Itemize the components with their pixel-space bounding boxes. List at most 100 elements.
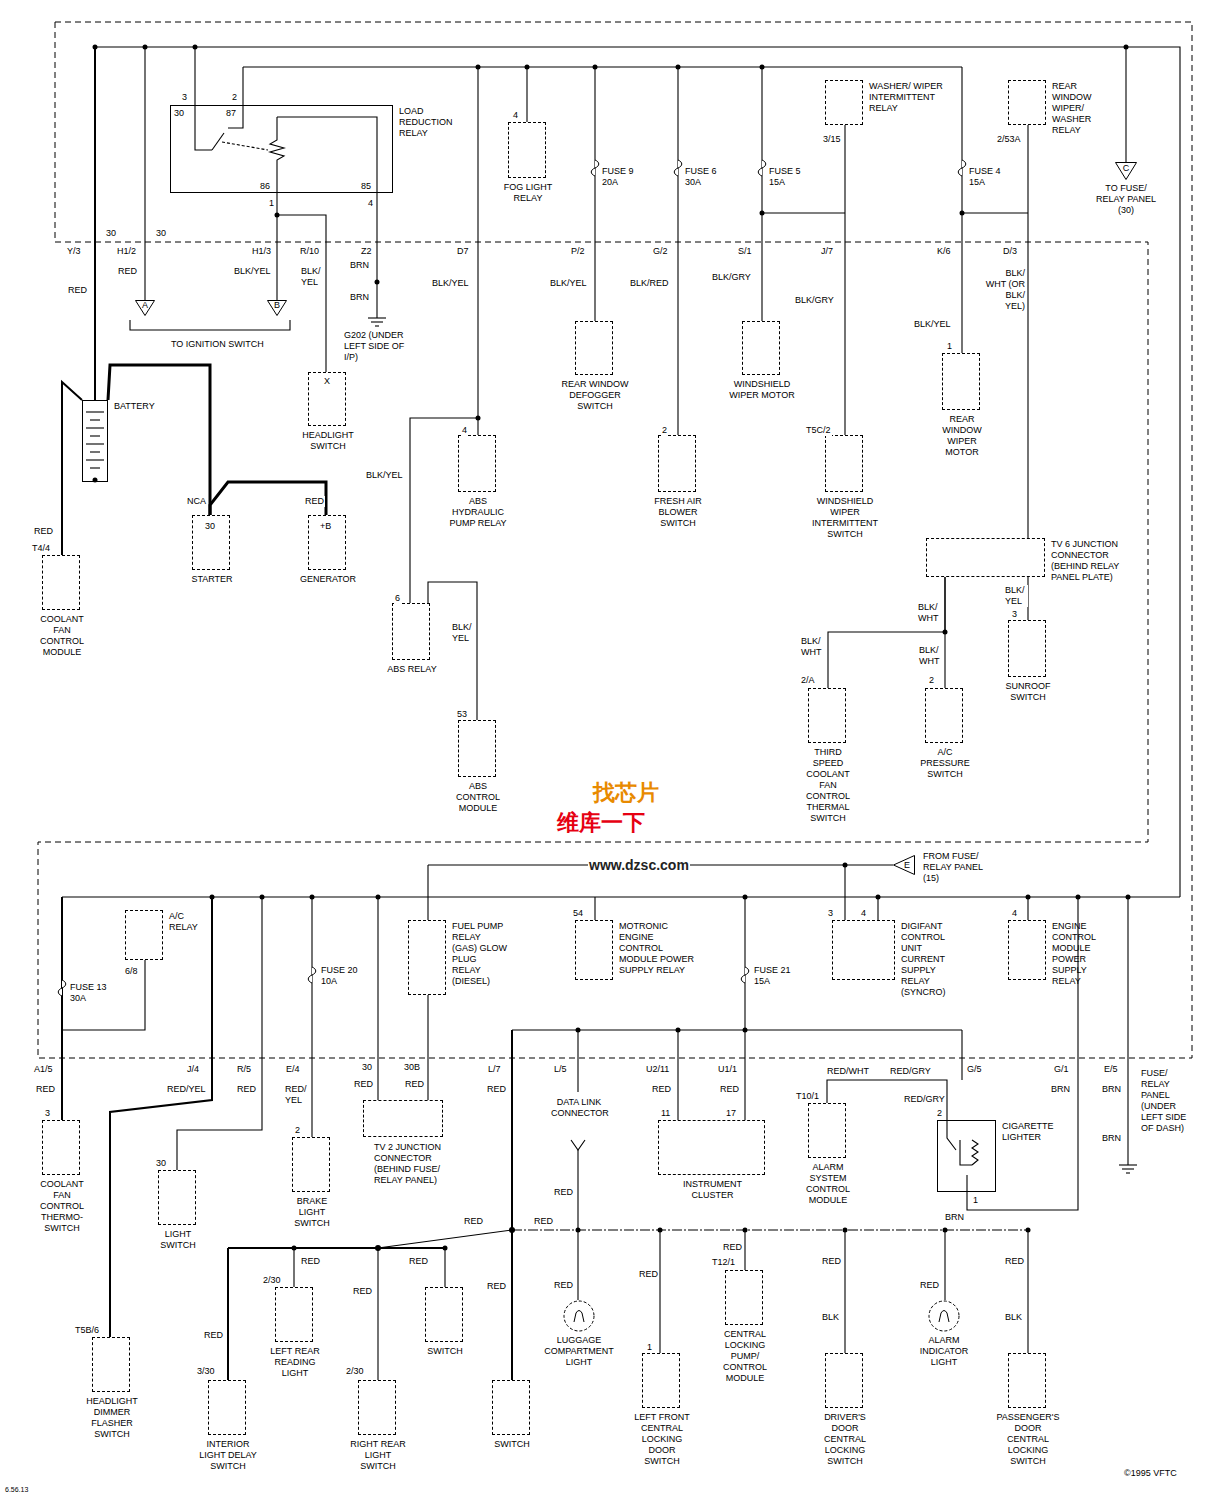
triangle-outline xyxy=(136,301,155,316)
wire xyxy=(1027,125,1028,538)
wire-label: RED xyxy=(33,526,54,537)
wire xyxy=(961,1030,962,1080)
wire-label: BLK/ WHT xyxy=(918,645,944,667)
fuse-symbol xyxy=(674,160,682,176)
lamp-filament xyxy=(574,1311,584,1323)
wire-label: TO IGNITION SWITCH xyxy=(170,339,265,350)
component-name: REAR WINDOW DEFOGGER SWITCH xyxy=(560,379,630,412)
wire xyxy=(1127,897,1128,1165)
wire-label: D/3 xyxy=(1002,246,1018,257)
lamp-outline xyxy=(564,1301,594,1331)
fuse-symbol xyxy=(308,967,316,983)
component-box: LEFT FRONT CENTRAL LOCKING DOOR SWITCH xyxy=(642,1353,680,1408)
connector-letter: B xyxy=(267,300,287,311)
component-name: TV 6 JUNCTION CONNECTOR (BEHIND RELAY PA… xyxy=(1051,539,1136,583)
wire-label: BRN xyxy=(1101,1084,1122,1095)
splice-dot xyxy=(525,65,530,70)
wire-label: 3 xyxy=(827,908,834,919)
fuse-symbol xyxy=(58,160,966,996)
wire-label: 4 xyxy=(860,908,867,919)
fuse-symbol xyxy=(741,967,749,983)
component-name: COOLANT FAN CONTROL MODULE xyxy=(32,614,92,658)
component-box: FOG LIGHT RELAY xyxy=(508,122,546,178)
wire xyxy=(144,47,145,300)
component-name: WINDSHIELD WIPER MOTOR xyxy=(727,379,797,401)
wire-label: BRN xyxy=(349,260,370,271)
wire xyxy=(242,67,243,105)
wire-connection xyxy=(428,582,477,720)
component-box: FUEL PUMP RELAY (GAS) GLOW PLUG RELAY (D… xyxy=(408,920,446,995)
splice-dot xyxy=(576,1228,581,1233)
wire-label: RED xyxy=(35,1084,56,1095)
component-box: SWITCH xyxy=(425,1287,463,1342)
splice-dot xyxy=(743,895,748,900)
wire-label: BLK/ WHT (OR BLK/ YEL) xyxy=(984,268,1026,312)
component-box: FRESH AIR BLOWER SWITCH xyxy=(658,435,696,492)
splice-dot xyxy=(375,1245,381,1251)
wire xyxy=(86,427,104,428)
wire xyxy=(659,1230,660,1353)
wire-label: R/5 xyxy=(236,1064,252,1075)
component-name: RIGHT REAR LIGHT SWITCH xyxy=(348,1439,408,1472)
component-name: DIGIFANT CONTROL UNIT CURRENT SUPPLY REL… xyxy=(901,921,966,998)
component-name: LIGHT SWITCH xyxy=(153,1229,203,1251)
splice-dot xyxy=(1124,45,1129,50)
wire-label: RED/WHT xyxy=(826,1066,870,1077)
splice-dot xyxy=(943,1228,948,1233)
wire xyxy=(377,897,378,1100)
wire-label: 2/A xyxy=(800,675,816,686)
wire-label: L/7 xyxy=(487,1064,502,1075)
lamp-outline xyxy=(929,1301,959,1331)
wire-label: T10/1 xyxy=(795,1091,820,1102)
wire-label: RED xyxy=(651,1084,672,1095)
wire-label: 4 xyxy=(1011,908,1018,919)
splice-dot xyxy=(876,895,881,900)
component-name: TO FUSE/ RELAY PANEL (30) xyxy=(1091,183,1161,216)
wire xyxy=(94,47,96,400)
shape-outline xyxy=(928,1300,960,1332)
wire-label: 1 xyxy=(972,1195,979,1206)
wire-label: RED xyxy=(486,1084,507,1095)
wire xyxy=(90,451,100,452)
wire-label: G/1 xyxy=(1053,1064,1070,1075)
wire xyxy=(944,1230,945,1300)
wire-label: 3 xyxy=(1011,609,1018,620)
watermark: www.dzsc.com xyxy=(588,857,690,874)
fuse-symbol xyxy=(591,160,599,176)
wire-label: RED xyxy=(304,496,325,507)
splice-dot xyxy=(375,280,380,285)
wire-label: RED xyxy=(203,1330,224,1341)
wire-label: 2/30 xyxy=(262,1275,282,1286)
wire-label: 6/8 xyxy=(124,966,139,977)
wire-label: RED xyxy=(408,1256,429,1267)
wire-label: +B xyxy=(319,521,332,532)
fuse-symbol xyxy=(758,160,766,176)
component-name: ALARM SYSTEM CONTROL MODULE xyxy=(798,1162,858,1206)
component-box: WASHER/ WIPER INTERMITTENT RELAY xyxy=(825,80,863,125)
component-box: REAR WINDOW WIPER MOTOR xyxy=(942,353,980,410)
wire-label: 1 xyxy=(946,341,953,352)
wire xyxy=(677,67,678,435)
wire-label: 2/53A xyxy=(996,134,1022,145)
wire-label: BLK xyxy=(1004,1312,1023,1323)
connector-letter: A xyxy=(135,300,155,311)
component-box: COOLANT FAN CONTROL THERMO-SWITCH xyxy=(42,1120,80,1175)
wire-label: 11 xyxy=(660,1108,671,1119)
wire xyxy=(962,212,1028,213)
component-name: REAR WINDOW WIPER/ WASHER RELAY xyxy=(1052,81,1107,136)
splice-dot xyxy=(143,45,148,50)
wire xyxy=(277,117,377,193)
wire-label: BLK/YEL xyxy=(913,319,952,330)
splice-dot xyxy=(960,211,965,216)
component-box: PASSENGER'S DOOR CENTRAL LOCKING SWITCH xyxy=(1008,1353,1046,1408)
component-box-solid: BATTERY xyxy=(82,400,108,482)
component-box: SUNROOF SWITCH xyxy=(1008,620,1046,677)
wire-label: Y/3 xyxy=(66,246,82,257)
wire-label: H1/2 xyxy=(116,246,137,257)
drawing-number: 6.56.13 xyxy=(4,1486,29,1494)
splice-dot xyxy=(93,45,1131,1252)
splice-dot xyxy=(576,1028,581,1033)
component-name: BRAKE LIGHT SWITCH xyxy=(287,1196,337,1229)
wire-connection xyxy=(62,382,82,555)
